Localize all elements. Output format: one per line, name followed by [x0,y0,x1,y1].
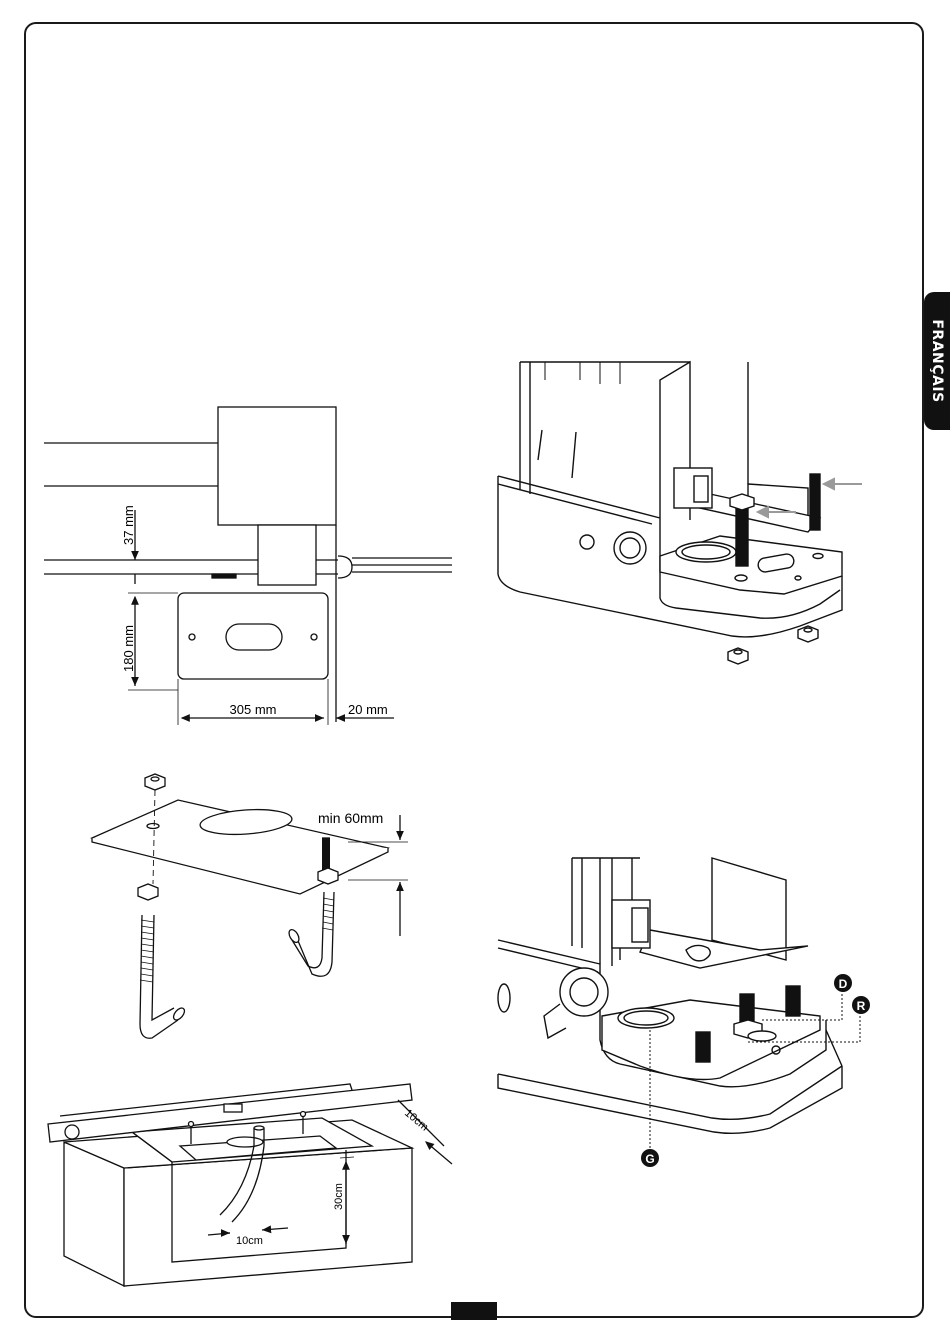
callout-g-label: G [645,1152,654,1166]
dim-30cm-label: 30cm [333,1183,345,1210]
figure-motor-adjustment [498,858,860,1150]
callout-r-label: R [857,999,866,1013]
dim-20-label: 20 mm [348,702,388,717]
callout-d-label: D [839,977,848,991]
callout-r: R [852,996,870,1014]
dim-180-label: 180 mm [121,625,136,672]
figure-plan-dimensions [44,407,452,725]
callout-d: D [834,974,852,992]
dim-37-label: 37 mm [121,505,136,545]
figure-foundation [48,1084,452,1286]
dim-10cm-bottom-label: 10cm [236,1235,263,1247]
callout-g: G [641,1149,659,1167]
dim-10cm-right-label: 10cm [402,1107,430,1133]
dim-min60-label: min 60mm [318,810,383,826]
dim-305-label: 305 mm [230,702,277,717]
